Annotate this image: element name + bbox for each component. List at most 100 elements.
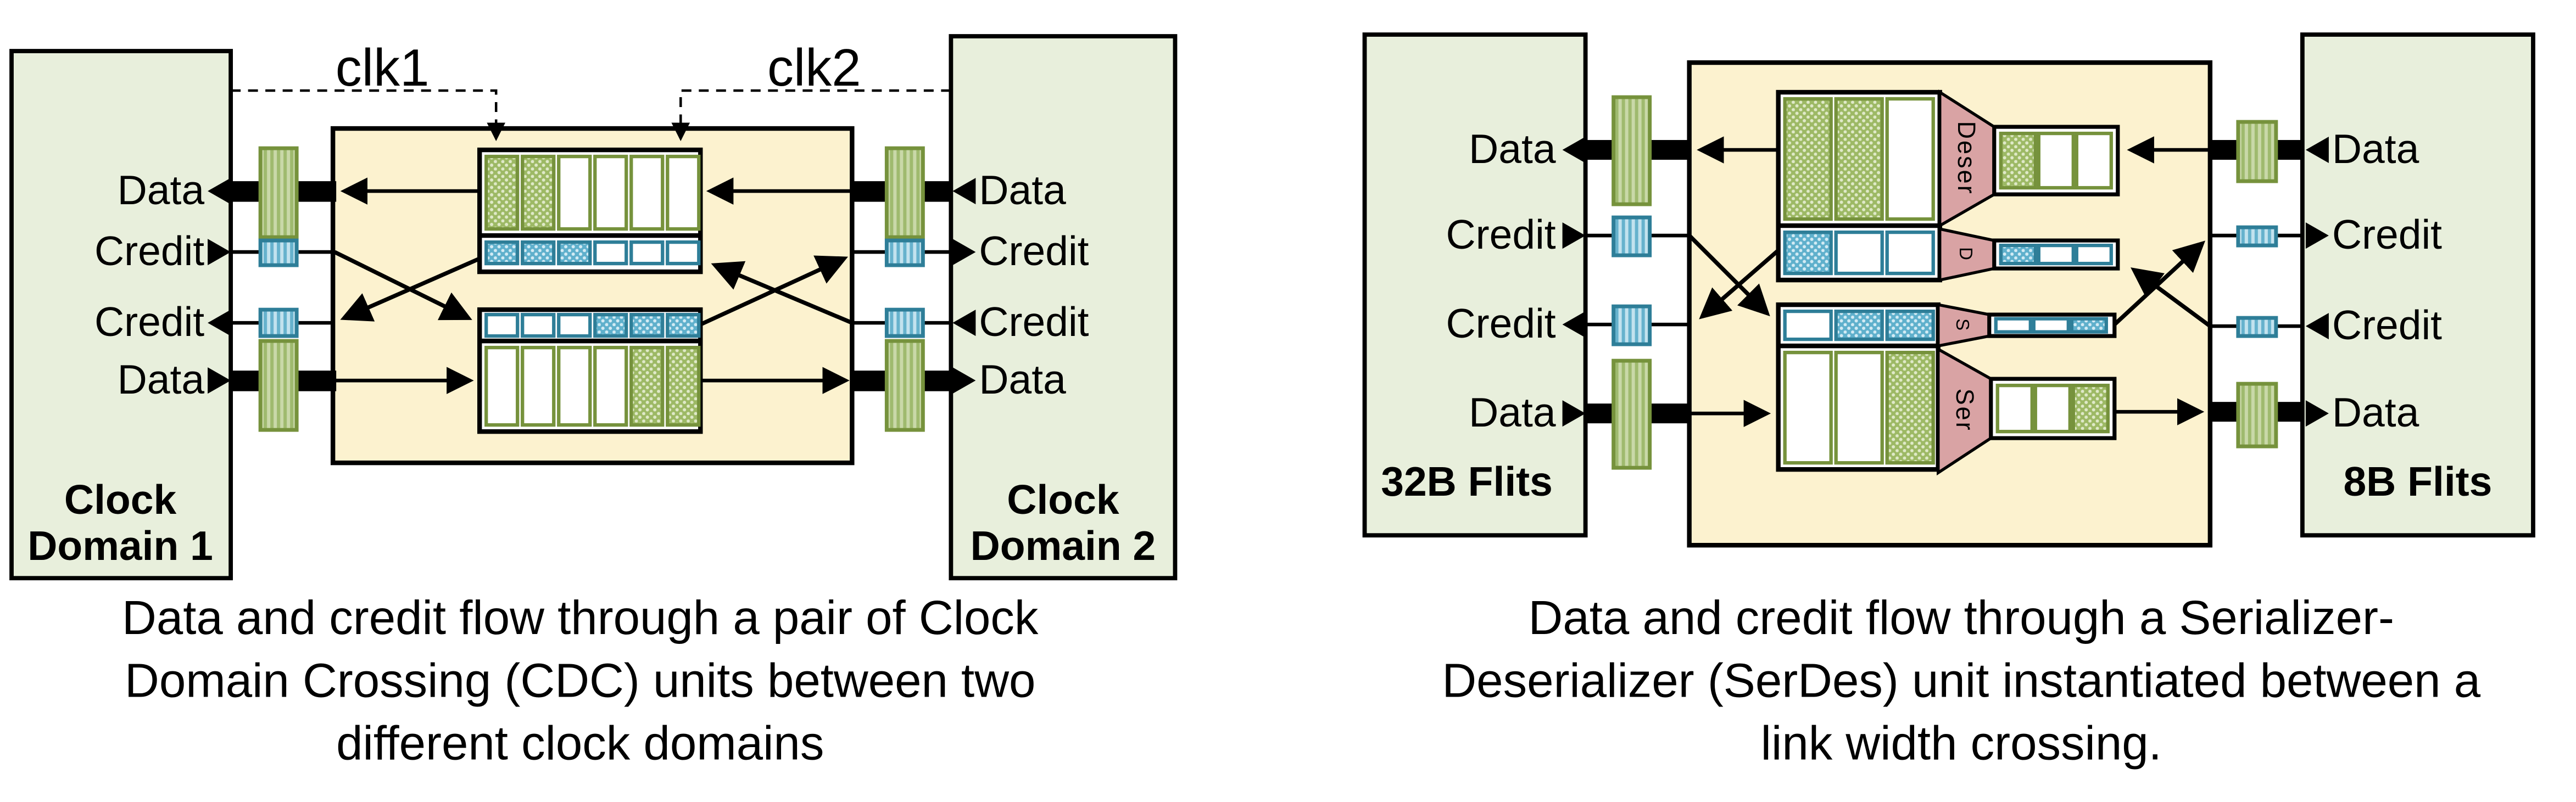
data-slot <box>2033 383 2072 434</box>
data-slot <box>2075 131 2113 190</box>
port-label-credit: Credit <box>1446 300 1556 346</box>
credit-cross-wire <box>699 255 849 327</box>
data-slot <box>557 345 592 427</box>
caption-line: different clock domains <box>336 716 824 770</box>
arrowhead <box>2305 137 2329 164</box>
data-sync-d1 <box>258 146 299 239</box>
ser-narrow-credit-queue <box>1987 312 2117 338</box>
flits-8b-label: 8B Flits <box>2343 458 2492 504</box>
arrowhead <box>208 310 231 336</box>
credit-slot <box>1834 230 1884 276</box>
credit-cross-wire <box>333 250 472 321</box>
credit-slot <box>1834 309 1884 341</box>
domain2-label-line2: Domain 2 <box>971 523 1156 569</box>
data-slot <box>593 154 628 231</box>
data-slot <box>557 154 592 231</box>
port-label-credit: Credit <box>979 228 1089 274</box>
arrowhead <box>952 178 976 205</box>
caption-line: Deserializer (SerDes) unit instantiated … <box>1442 654 2480 707</box>
credit-slot <box>666 240 701 266</box>
deser-narrow-queue <box>1992 125 2120 197</box>
data-sync-d1 <box>258 339 299 432</box>
ser-narrow-queue <box>1989 377 2117 440</box>
port-label-data: Data <box>118 356 205 402</box>
domain1-label-line1: Clock <box>64 476 177 523</box>
credit-slot <box>484 312 520 338</box>
data-sync-32b <box>1612 95 1652 206</box>
credit-slot <box>1885 309 1935 341</box>
port-label-credit: Credit <box>94 228 204 274</box>
port-label-data: Data <box>2332 389 2419 435</box>
credit-slot <box>666 312 701 338</box>
arrowhead <box>952 367 976 394</box>
port-label-data: Data <box>1469 126 1556 172</box>
credit-slot <box>593 240 628 266</box>
credit-slot <box>593 312 628 338</box>
data-slot <box>1999 131 2037 190</box>
credit-cross-wire <box>1699 249 1780 319</box>
data-slot <box>666 154 701 231</box>
credit-cross-wire <box>340 256 481 322</box>
clk2-dashed-arrow <box>671 89 951 142</box>
flits-8b-box <box>2300 32 2535 538</box>
arrowhead <box>1562 311 1586 338</box>
data-sync-32b <box>1612 358 1652 470</box>
data-slot <box>666 345 701 427</box>
credit-cross-wire <box>2131 267 2212 328</box>
arrowhead <box>952 239 976 266</box>
data-sync-d2 <box>884 339 925 432</box>
port-label-data: Data <box>118 167 205 213</box>
arrowhead <box>208 239 231 266</box>
ser-credit-label: S <box>1953 318 1973 330</box>
credit-slot <box>2032 317 2070 334</box>
credit-slot <box>557 312 592 338</box>
ser-fifo <box>1776 302 1941 472</box>
credit-slot <box>2037 243 2075 266</box>
arrowhead <box>2305 313 2329 340</box>
ser-label: Ser <box>1951 389 1979 432</box>
port-label-credit: Credit <box>2332 302 2442 348</box>
credit-sync-8b <box>2236 225 2278 248</box>
data-sync-8b <box>2236 382 2278 448</box>
credit-sync-d1 <box>258 238 299 267</box>
data-slot <box>1995 383 2034 434</box>
deser-narrow-credit-queue <box>1992 238 2120 271</box>
credit-sync-8b <box>2236 316 2278 338</box>
caption-line: Data and credit flow through a Serialize… <box>1529 591 2394 644</box>
arrowhead <box>208 367 231 394</box>
port-label-data: Data <box>979 167 1066 213</box>
cdc-fifo-top <box>477 147 703 274</box>
credit-slot <box>629 312 665 338</box>
port-label-data: Data <box>1469 389 1556 435</box>
arrowhead <box>1562 400 1586 427</box>
deser-fifo <box>1776 89 1942 283</box>
data-sync-d2 <box>884 146 925 239</box>
cdc-diagram: clk1 clk2 <box>9 34 1178 770</box>
data-slot <box>2037 131 2075 190</box>
credit-sync-d2 <box>884 238 925 267</box>
data-slot <box>1783 97 1833 221</box>
arrowhead <box>208 178 231 205</box>
port-label-credit: Credit <box>1446 211 1556 257</box>
credit-slot <box>557 240 592 266</box>
data-slot <box>593 345 628 427</box>
credit-cross-wire <box>1687 234 1770 317</box>
clock-domain-2-box <box>949 34 1178 581</box>
port-label-data: Data <box>979 356 1066 402</box>
data-slot <box>521 154 556 231</box>
credit-slot <box>521 312 556 338</box>
data-slot <box>629 154 665 231</box>
credit-slot <box>1783 230 1833 276</box>
data-slot <box>1834 350 1884 465</box>
credit-slot <box>521 240 556 266</box>
port-label-credit: Credit <box>94 299 204 345</box>
credit-sync-32b <box>1612 304 1652 346</box>
caption-line: Data and credit flow through a pair of C… <box>122 591 1039 644</box>
credit-slot <box>629 240 665 266</box>
data-slot <box>629 345 665 427</box>
deser-label: Deser <box>1953 121 1981 195</box>
credit-slot <box>1885 230 1935 276</box>
domain1-label-line2: Domain 1 <box>27 523 213 569</box>
arrowhead <box>1562 137 1586 164</box>
data-slot <box>484 345 520 427</box>
